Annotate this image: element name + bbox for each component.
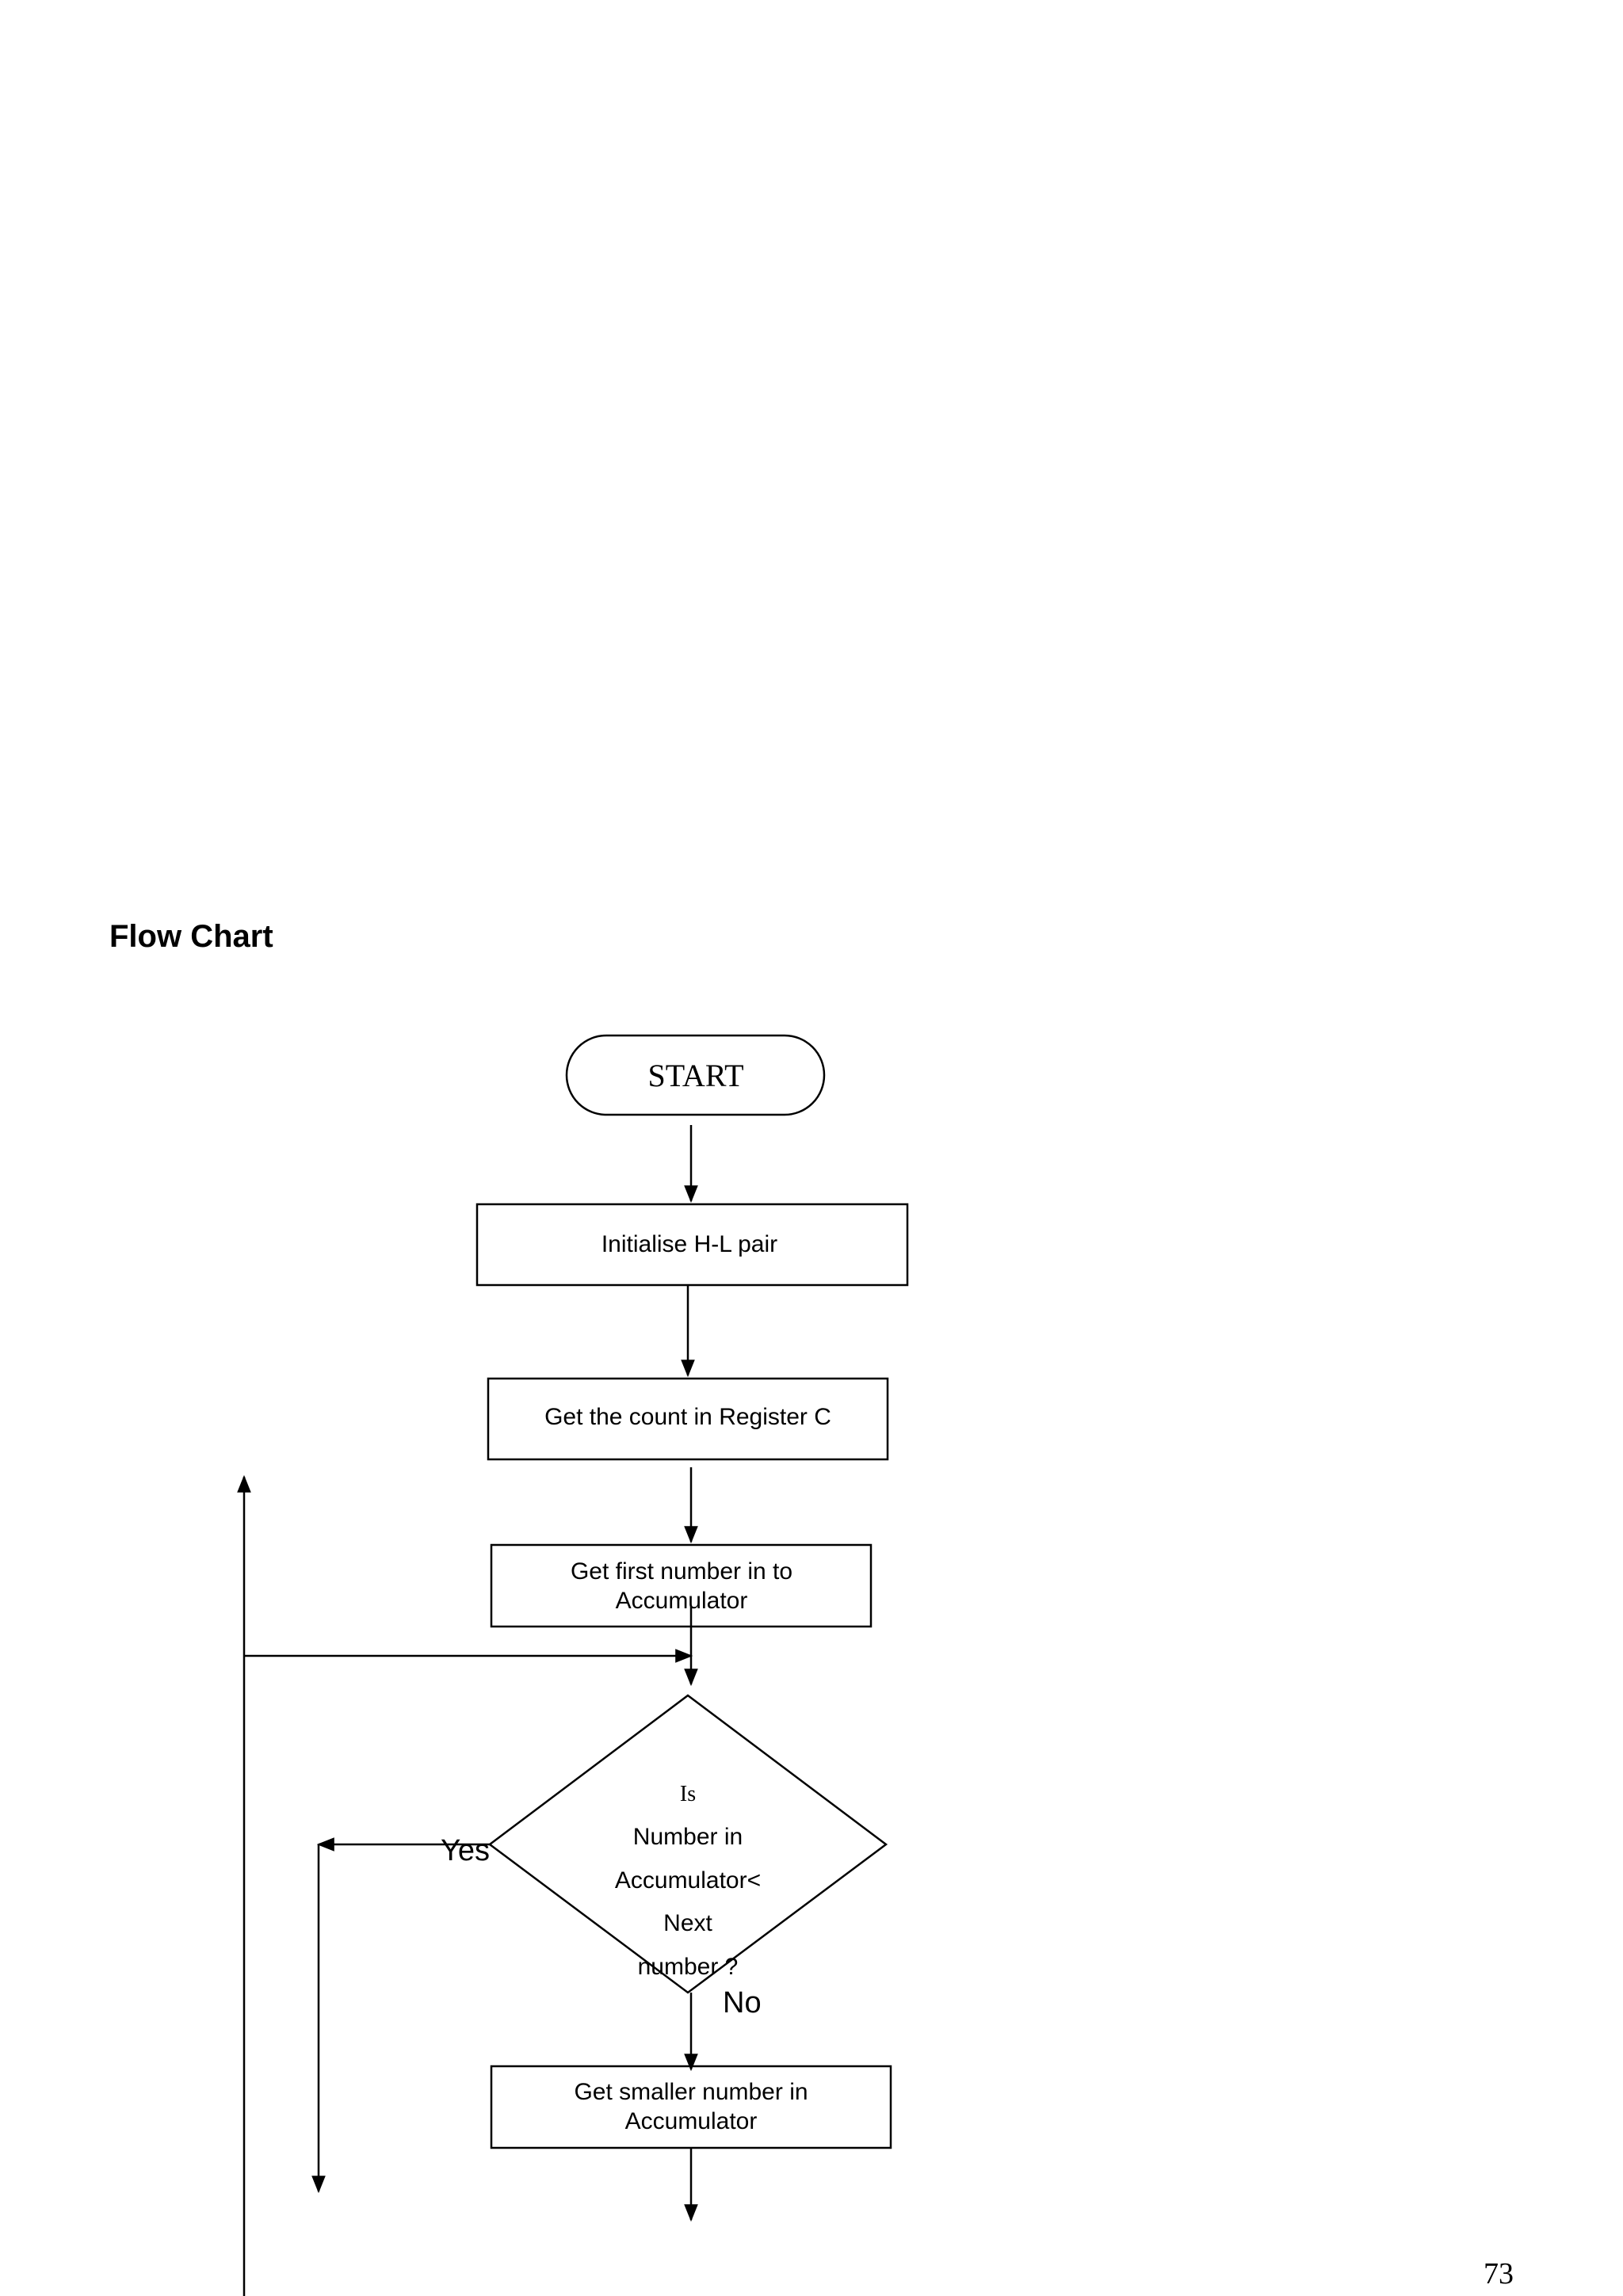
get-count-box — [487, 1377, 889, 1461]
page-number: 73 — [1484, 2257, 1514, 2290]
page-heading: Flow Chart — [109, 919, 273, 954]
decision-label-line1: Is — [680, 1782, 696, 1806]
get-count-label: Get the count in Register C — [544, 1404, 831, 1430]
get-smaller-label-line1: Get smaller number in — [574, 2079, 808, 2105]
start-terminal-shape — [565, 1034, 826, 1116]
get-first-label-line2: Accumulator — [616, 1588, 748, 1614]
start-label: START — [647, 1058, 743, 1093]
get-count-node: Get the count in Register C — [487, 1377, 889, 1461]
get-smaller-node: Get smaller number in Accumulator — [490, 2065, 892, 2149]
init-hl-box — [475, 1203, 909, 1287]
get-first-label-line1: Get first number in to — [571, 1558, 792, 1585]
decision-label-line3: Accumulator< — [615, 1867, 761, 1894]
decision-label-line4: Next — [663, 1910, 712, 1936]
get-first-node: Get first number in to Accumulator — [490, 1543, 873, 1628]
get-first-box — [490, 1543, 873, 1628]
init-hl-node: Initialise H-L pair — [475, 1203, 909, 1287]
yes-label: Yes — [441, 1834, 490, 1867]
get-smaller-label-line2: Accumulator — [625, 2108, 758, 2134]
decision-diamond — [487, 1694, 888, 1994]
decision-label-line2: Number in — [633, 1824, 743, 1850]
start-node: START — [565, 1034, 826, 1116]
init-hl-label: Initialise H-L pair — [601, 1231, 777, 1257]
decision-label-line5: number ? — [638, 1954, 739, 1980]
decision-node: Is Number in Accumulator< Next number ? — [487, 1694, 888, 1994]
no-label: No — [723, 1986, 762, 2019]
